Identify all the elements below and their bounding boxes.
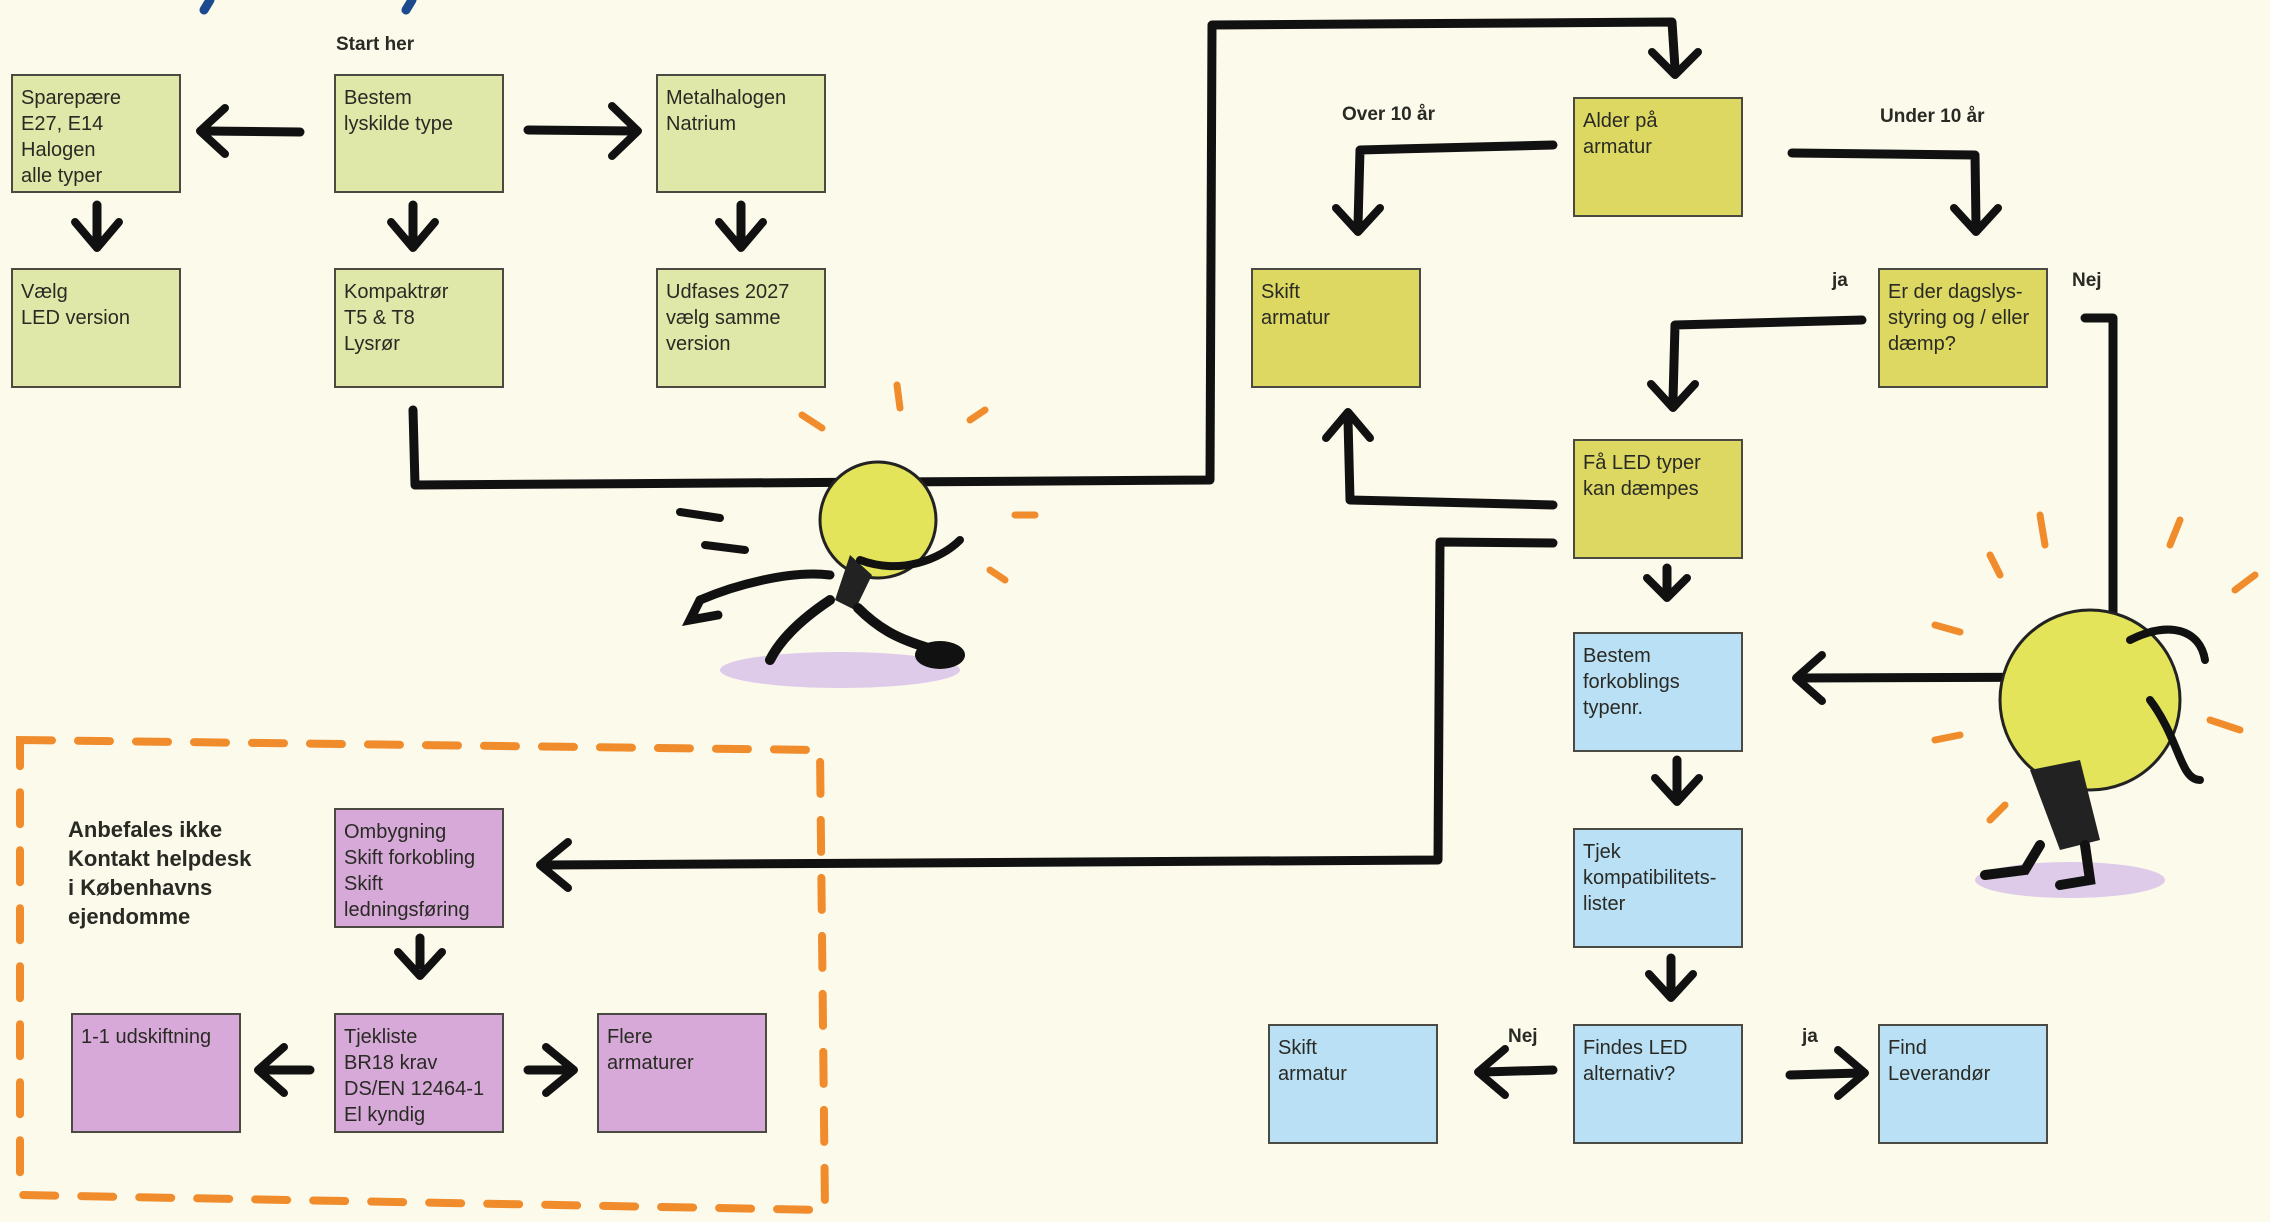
not-recommended-boundary (16, 735, 830, 1215)
node-sparepaere: Sparepære E27, E14 Halogen alle typer (11, 74, 181, 193)
arrow-findes-to-leverandor (1785, 1046, 1869, 1100)
label-nej-dagslys: Nej (2072, 270, 2102, 291)
node-metalhalogen: Metalhalogen Natrium (656, 74, 826, 193)
blue-mark-left (199, 0, 215, 15)
arrow-alder-to-dagslys (1787, 148, 2002, 236)
label-under-10: Under 10 år (1880, 106, 1985, 127)
node-kompaktror: Kompaktrør T5 & T8 Lysrør (334, 268, 504, 388)
node-vaelg-led: Vælg LED version (11, 268, 181, 388)
label-nej-findes: Nej (1508, 1026, 1538, 1047)
arrow-down-sparepaere (71, 200, 123, 252)
start-label: Start her (336, 34, 415, 55)
arrow-down-bestem (387, 200, 439, 252)
label-ja-findes: ja (1802, 1026, 1818, 1047)
node-flere: Flere armaturer (597, 1013, 767, 1133)
arrow-down-ombygning (394, 933, 446, 980)
arrow-to-metalhalogen (523, 102, 642, 160)
node-dagslys: Er der dagslys- styring og / eller dæmp? (1878, 268, 2048, 388)
arrow-tjekliste-to-udskiftning (254, 1043, 315, 1097)
node-ombygning: Ombygning Skift forkobling Skift ledning… (334, 808, 504, 928)
arrow-tjekliste-to-flere (523, 1043, 578, 1097)
node-udfases: Udfases 2027 vælg samme version (656, 268, 826, 388)
running-lightbulb-icon (676, 381, 1039, 688)
arrow-alder-to-skift (1332, 140, 1558, 236)
node-tjek-kompat: Tjek kompatibilitets- lister (1573, 828, 1743, 948)
arrow-faaled-to-ombygning (536, 537, 1558, 892)
node-bestem-lyskilde: Bestem lyskilde type (334, 74, 504, 193)
arrow-down-metalhalogen (715, 200, 767, 252)
arrow-dagslys-nej-to-forkobling (1792, 313, 2118, 705)
label-over-10: Over 10 år (1342, 104, 1435, 125)
arrow-findes-to-skift (1474, 1045, 1558, 1099)
label-ja-dagslys: ja (1832, 270, 1848, 291)
node-udskiftning: 1-1 udskiftning (71, 1013, 241, 1133)
connector-kompaktror-to-alder (408, 17, 1702, 490)
arrow-faaled-to-skift (1322, 408, 1558, 510)
arrow-to-sparepaere (196, 104, 305, 158)
node-skift-armatur-bottom: Skift armatur (1268, 1024, 1438, 1144)
node-forkobling: Bestem forkoblings typenr. (1573, 632, 1743, 752)
node-alder: Alder på armatur (1573, 97, 1743, 217)
arrow-down-forkobling (1651, 755, 1703, 806)
blue-mark-right (401, 0, 417, 15)
node-skift-armatur-top: Skift armatur (1251, 268, 1421, 388)
node-faa-led: Få LED typer kan dæmpes (1573, 439, 1743, 559)
not-recommended-note: Anbefales ikke Kontakt helpdesk i Københ… (68, 817, 252, 929)
thinking-lightbulb-icon (1931, 511, 2259, 898)
arrow-dagslys-to-faaled (1647, 315, 1867, 412)
arrow-down-faaled (1643, 563, 1691, 602)
node-find-leverandor: Find Leverandør (1878, 1024, 2048, 1144)
arrow-down-tjek (1645, 953, 1697, 1002)
node-findes-led: Findes LED alternativ? (1573, 1024, 1743, 1144)
node-tjekliste: Tjekliste BR18 krav DS/EN 12464-1 El kyn… (334, 1013, 504, 1133)
